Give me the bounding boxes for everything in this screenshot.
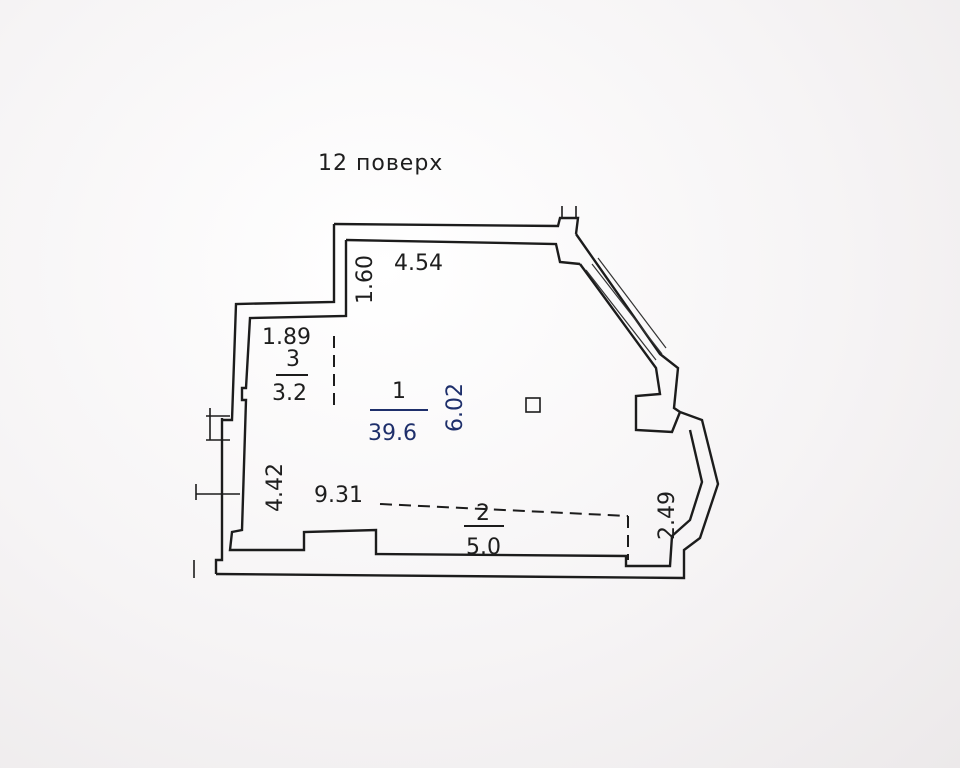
- dimension-main-depth: 6.02: [443, 383, 468, 432]
- dimension-top-width: 4.54: [394, 251, 443, 276]
- room-2-number: 2: [476, 501, 490, 526]
- dimension-top-notch-height: 1.60: [353, 255, 378, 304]
- dashed-partitions: [333, 336, 629, 560]
- room-2-area: 5.0: [466, 535, 501, 560]
- dimension-room3-width: 1.89: [262, 325, 311, 350]
- inner-walls: [228, 238, 704, 568]
- dimension-right-height: 2.49: [655, 491, 680, 540]
- room-3-label: 3 3.2: [272, 347, 308, 406]
- room-1-label: 1 39.6: [368, 379, 428, 446]
- dimension-main-length: 9.31: [314, 483, 363, 508]
- left-wall-ticks: [193, 408, 240, 578]
- outer-walls: [214, 206, 720, 580]
- room-3-area: 3.2: [272, 381, 307, 406]
- room-1-area: 39.6: [368, 421, 417, 446]
- room-2-label: 2 5.0: [464, 501, 504, 560]
- diagonal-window: [575, 233, 682, 434]
- room-3-number: 3: [286, 347, 300, 372]
- column-marker: [525, 397, 541, 413]
- floor-title: 12 поверх: [318, 151, 443, 176]
- dimension-left-height: 4.42: [263, 463, 288, 512]
- room-1-number: 1: [392, 379, 406, 404]
